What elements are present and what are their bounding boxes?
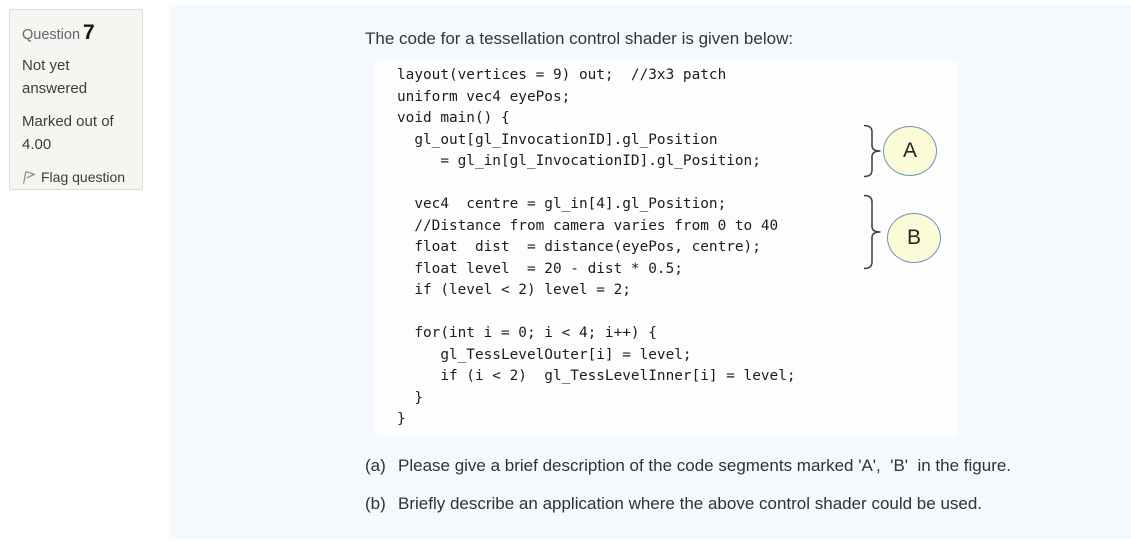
question-number: 7 xyxy=(83,21,95,44)
question-content-area: The code for a tessellation control shad… xyxy=(169,5,1131,539)
question-part-a: (a) Please give a brief description of t… xyxy=(365,456,1011,476)
question-marks: Marked out of 4.00 xyxy=(22,113,114,153)
part-a-label: (a) xyxy=(365,456,386,475)
question-label: Question xyxy=(22,27,81,43)
annotation-badge-a: A xyxy=(883,126,937,176)
annotation-letter-a: A xyxy=(902,139,917,162)
question-part-b: (b) Briefly describe an application wher… xyxy=(365,494,982,514)
part-b-label: (b) xyxy=(365,494,386,513)
part-a-text: Please give a brief description of the c… xyxy=(398,456,1012,475)
annotation-letter-b: B xyxy=(906,226,921,249)
brace-a-icon xyxy=(861,124,883,178)
part-b-text: Briefly describe an application where th… xyxy=(398,494,983,513)
shader-code-block: layout(vertices = 9) out; //3x3 patch un… xyxy=(375,60,958,437)
brace-b-icon xyxy=(861,194,883,270)
shader-code-text: layout(vertices = 9) out; //3x3 patch un… xyxy=(397,67,796,427)
flag-question-label: Flag question xyxy=(41,169,126,185)
annotation-badge-b: B xyxy=(887,213,941,263)
flag-question-link[interactable]: Flag question xyxy=(22,169,132,185)
flag-icon xyxy=(22,170,36,185)
question-intro-text: The code for a tessellation control shad… xyxy=(365,29,794,48)
question-status: Not yet answered xyxy=(22,57,88,97)
